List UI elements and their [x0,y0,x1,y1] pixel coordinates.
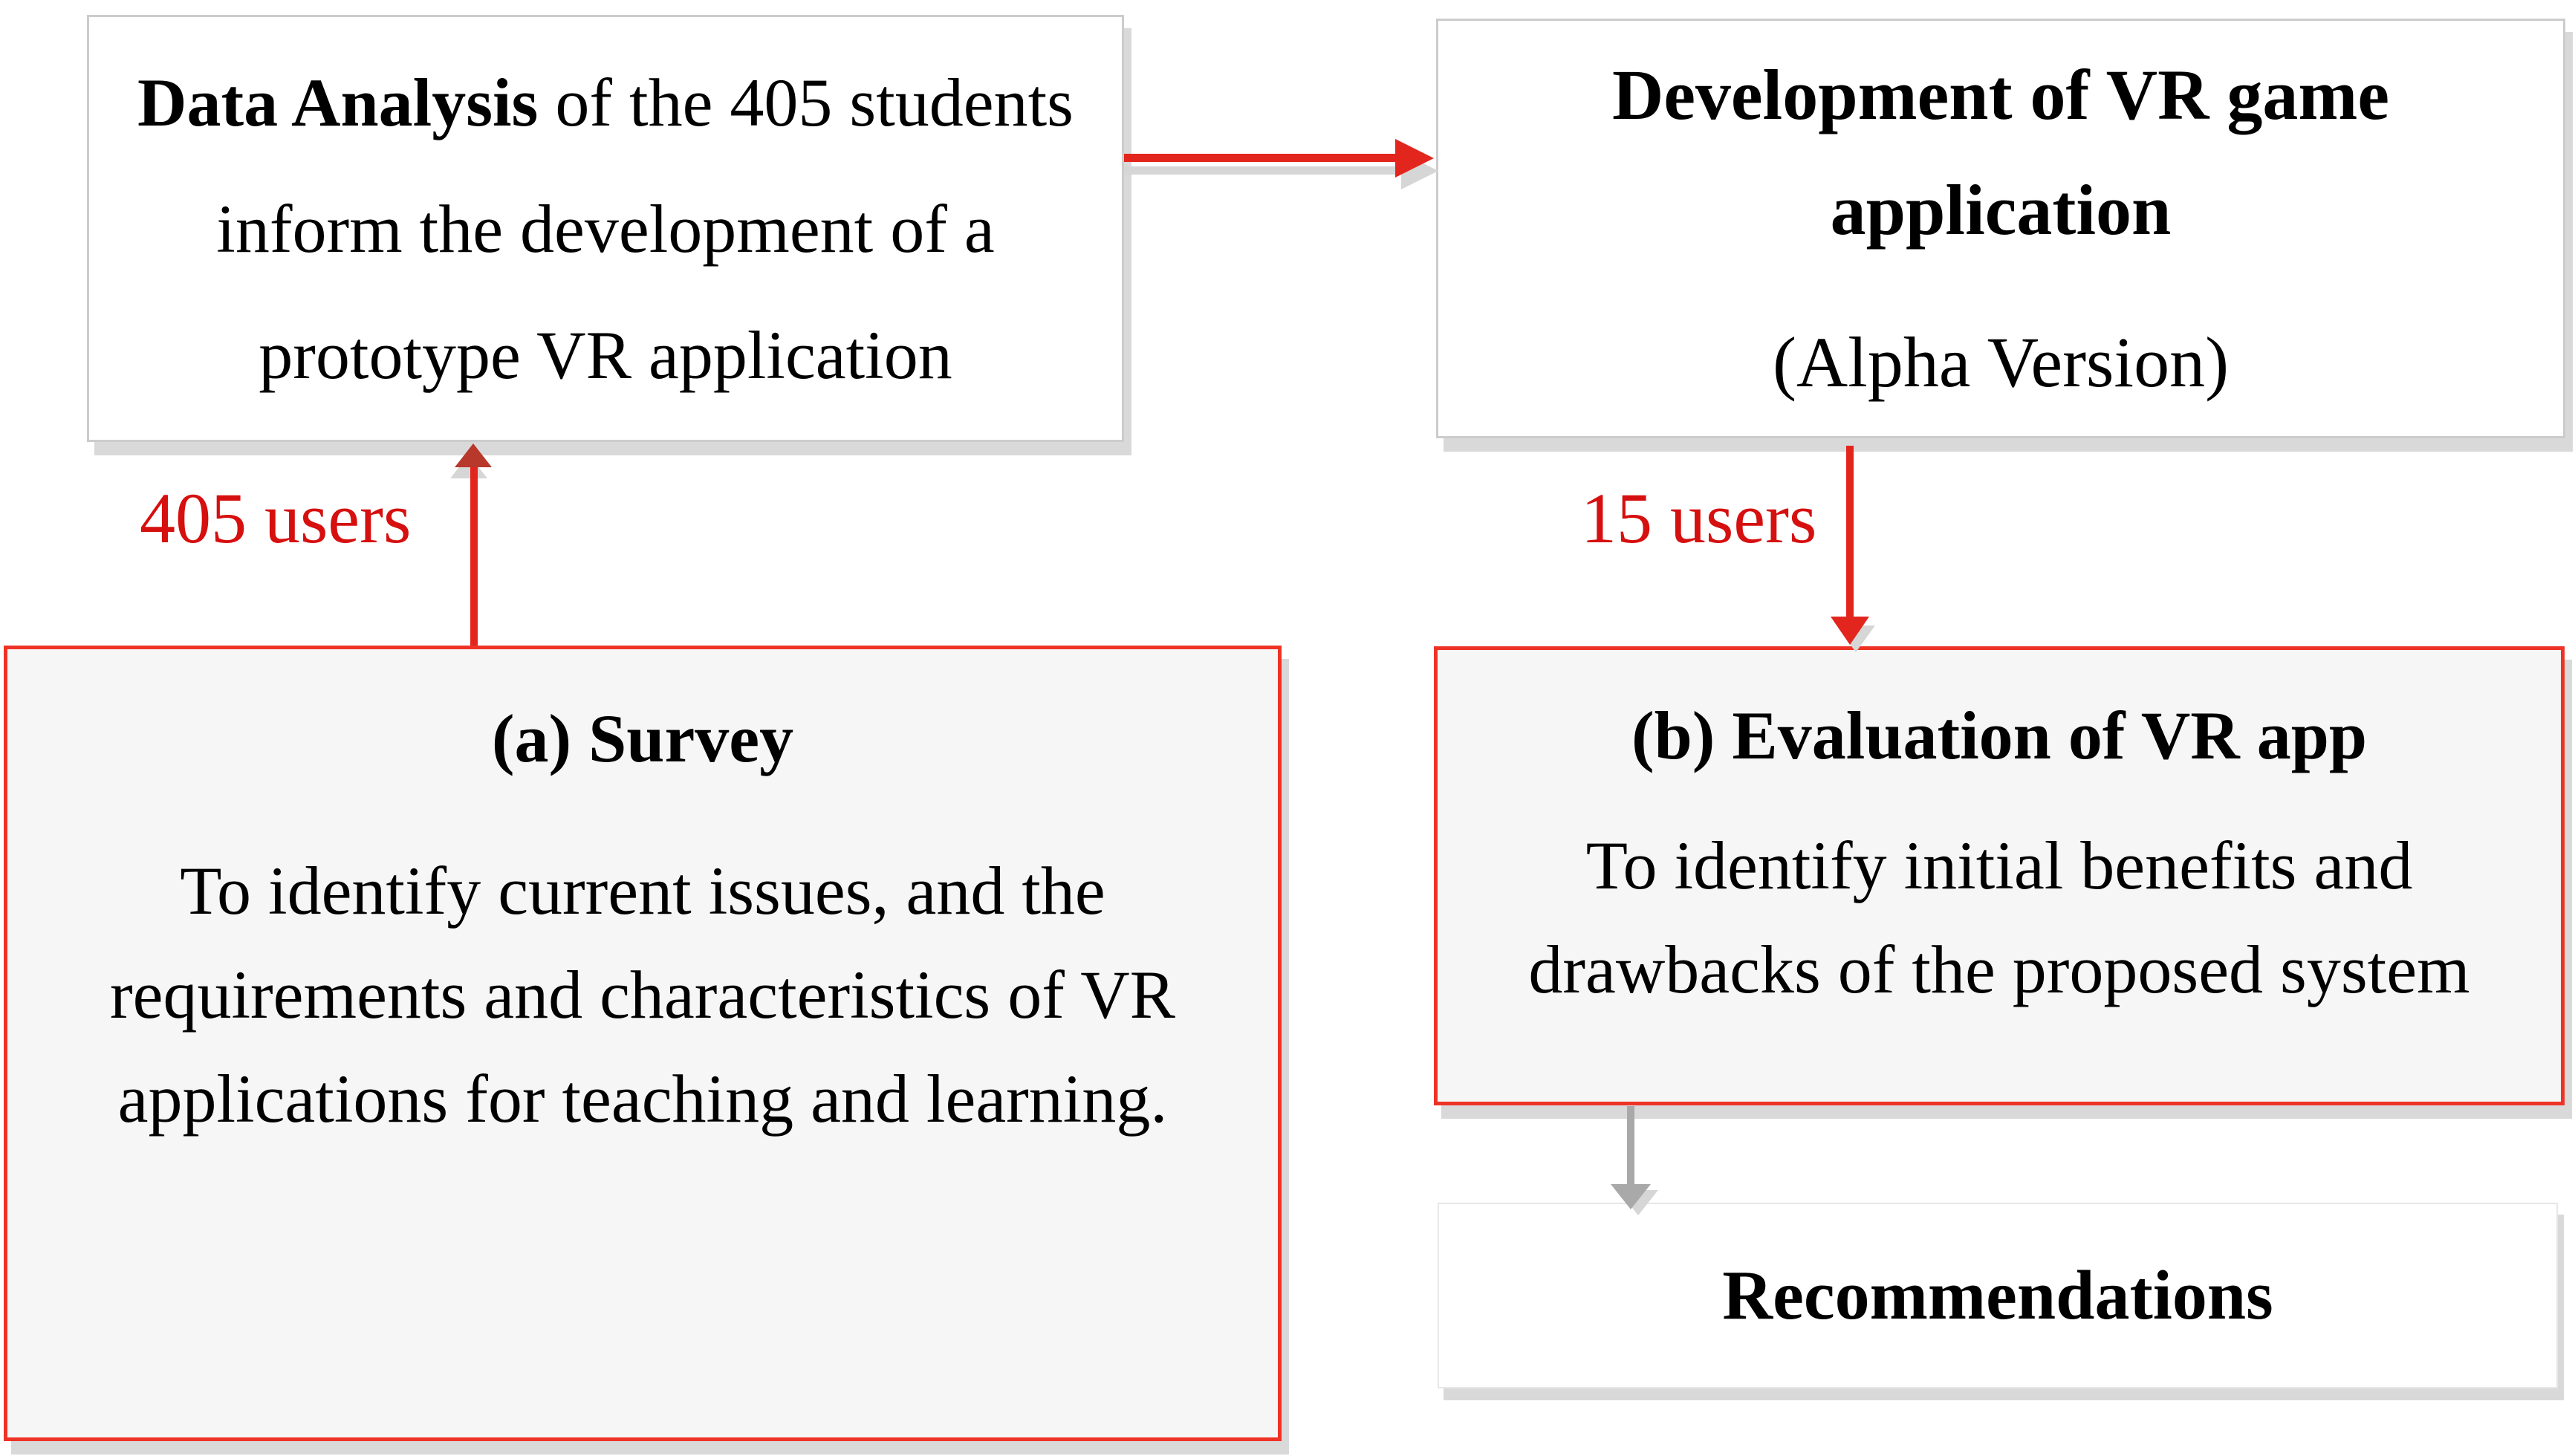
analysis-to-development-arrow [1124,154,1397,162]
survey-to-analysis-arrowhead-icon [455,443,492,467]
survey-users-count-label: 405 users [140,478,412,558]
evaluation-users-count-label: 15 users [1581,478,1817,558]
development-title-line-2: application [1830,170,2172,250]
evaluation-to-recommendations-arrowhead-icon [1611,1184,1651,1209]
development-to-evaluation-arrowhead-icon [1831,617,1869,645]
data-analysis-line-1: Data Analysis of the 405 students [137,39,1074,166]
survey-body-line-1: To identify current issues, and the [180,853,1105,929]
development-title-line-1: Development of VR game [1611,55,2389,134]
data-analysis-line-3: prototype VR application [259,317,952,393]
data-analysis-lead-rest: of the 405 students [538,65,1074,140]
data-analysis-box: Data Analysis of the 405 students inform… [87,15,1124,442]
evaluation-body-line-2: drawbacks of the proposed system [1528,932,2470,1007]
analysis-to-development-arrowhead-icon [1395,139,1434,178]
recommendations-title: Recommendations [1722,1257,2273,1334]
recommendations-box: Recommendations [1438,1203,2558,1388]
evaluation-to-recommendations-arrow [1627,1106,1634,1188]
survey-to-analysis-arrow [470,453,478,646]
analysis-to-development-arrow-shadow [1124,166,1404,175]
survey-box: (a) Survey To identify current issues, a… [4,646,1282,1441]
survey-body-line-2: requirements and characteristics of VR [110,957,1175,1033]
survey-body-line-3: applications for teaching and learning. [117,1061,1168,1137]
evaluation-box: (b) Evaluation of VR app To identify ini… [1434,646,2565,1105]
development-to-evaluation-arrow [1846,446,1854,624]
development-box: Development of VR game application (Alph… [1436,19,2565,438]
evaluation-title: (b) Evaluation of VR app [1631,698,2368,773]
data-analysis-lead-bold: Data Analysis [137,65,539,140]
development-subtitle: (Alpha Version) [1772,322,2230,402]
data-analysis-line-2: inform the development of a [216,191,995,267]
evaluation-body-line-1: To identify initial benefits and [1585,828,2413,903]
survey-title: (a) Survey [491,701,794,776]
